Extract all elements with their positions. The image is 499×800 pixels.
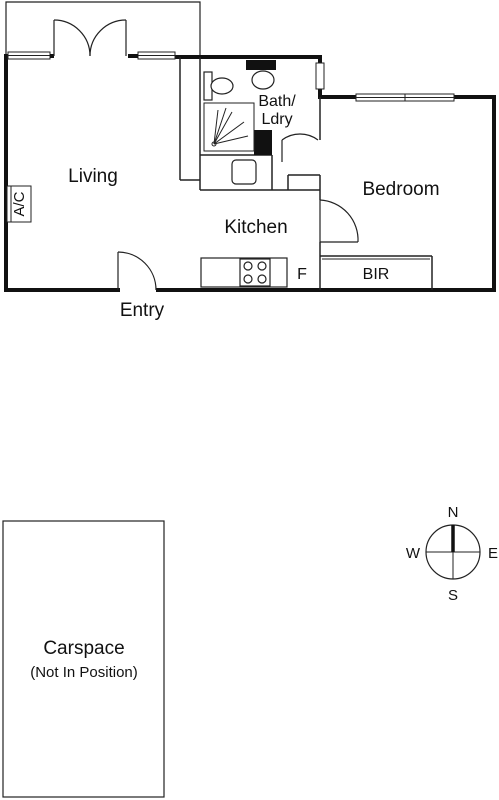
entry-label: Entry [120,300,165,321]
bedroom-door [319,199,359,243]
ac-unit [6,185,32,223]
french-doors [53,19,127,57]
toilet-left [203,71,234,101]
entry-door [117,251,157,291]
compass-west: W [406,545,421,562]
room-label-kitchen: Kitchen [224,217,287,238]
fridge-label: F [297,266,307,283]
bath-window [315,62,325,90]
room-label-bath-line2: Ldry [261,111,292,128]
room-label-living: Living [68,166,118,187]
laundry-basin [231,159,257,185]
carspace-title: Carspace [43,638,124,659]
room-label-bedroom: Bedroom [362,179,439,200]
exterior-walls [4,54,496,292]
bath-fixtures-walls [246,60,276,155]
compass-icon [425,524,481,580]
compass-east: E [488,545,498,562]
ac-label: A/C [11,191,28,216]
carspace-note: (Not In Position) [30,664,138,681]
balcony-outline [5,1,201,56]
compass-south: S [448,587,458,604]
room-label-bath-line1: Bath/ [258,93,296,110]
toilet-right [251,70,275,90]
shower [203,102,255,152]
kitchen-bench [200,257,288,288]
compass-north: N [448,504,459,521]
bath-door [281,133,319,162]
living-top-wall [7,51,176,60]
room-label-bir: BIR [363,266,390,283]
bedroom-window [355,93,455,102]
carspace [2,520,165,798]
